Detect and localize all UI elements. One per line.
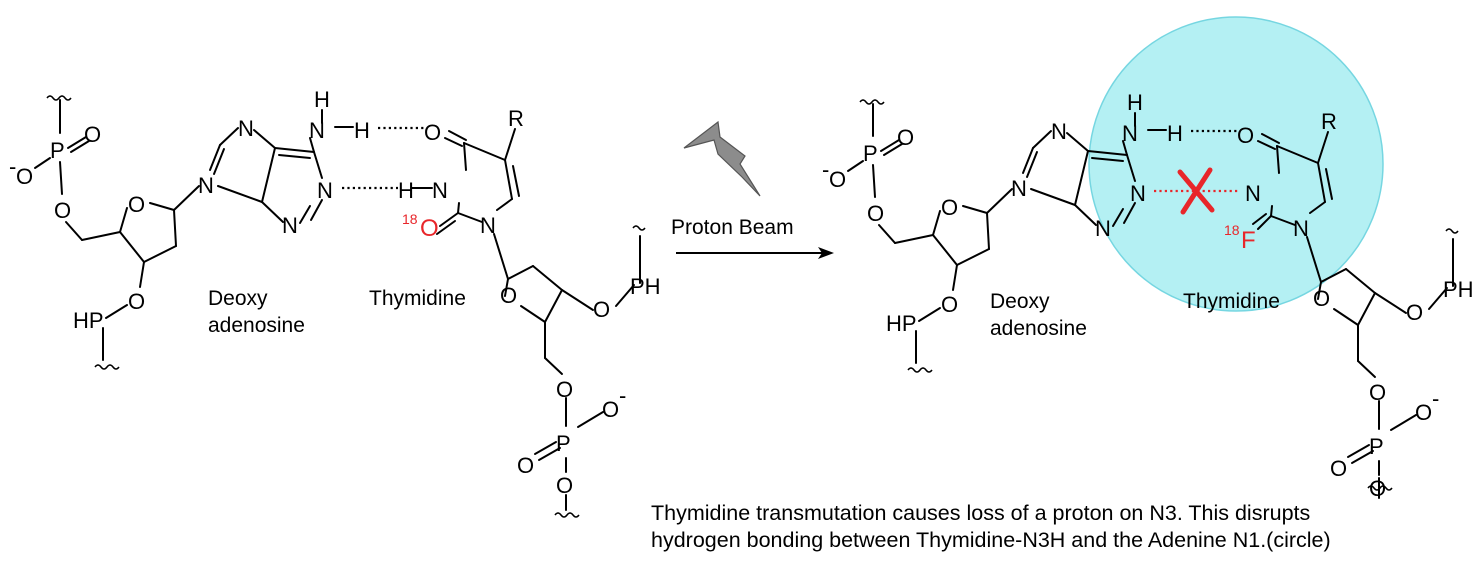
atom-label: N: [1293, 216, 1309, 241]
atom-label: O: [84, 122, 101, 147]
caption-line: Thymidine transmutation causes loss of a…: [651, 501, 1311, 525]
atom-label: HP: [886, 311, 917, 336]
isotope-mass-label: 18: [402, 211, 418, 227]
atom-label: N: [238, 116, 254, 141]
left-structure: P O O - O O O HP N N N H H N N O R N H N…: [9, 87, 661, 518]
atom-label: O: [1237, 123, 1254, 148]
atom-label: N: [282, 213, 298, 238]
charge-label: -: [9, 154, 16, 179]
atom-label: PH: [1443, 277, 1474, 302]
atom-label: N: [309, 118, 325, 143]
atom-label: P: [50, 138, 65, 163]
atom-label: N: [317, 178, 333, 203]
atom-label: O: [602, 397, 619, 422]
atom-label: O: [517, 453, 534, 478]
charge-label: -: [822, 157, 829, 182]
atom-label: O: [128, 192, 145, 217]
atom-label: P: [863, 141, 878, 166]
atom-label: O: [1369, 380, 1386, 405]
atom-label: O: [867, 201, 884, 226]
label-adenosine: adenosine: [208, 314, 305, 337]
right-bonds: [847, 99, 1459, 499]
atom-label: O: [593, 297, 610, 322]
charge-label: -: [619, 383, 626, 408]
atom-label: O: [1313, 286, 1330, 311]
atom-label: P: [556, 431, 571, 456]
label-deoxy: Deoxy: [990, 290, 1050, 313]
left-bonds: [34, 95, 646, 518]
highlight-circle: [1088, 16, 1384, 312]
broken-bond-cross-icon: [1177, 167, 1215, 215]
atom-label-f18: F: [1241, 227, 1256, 254]
label-thymidine: Thymidine: [1183, 290, 1280, 313]
atom-label: H: [398, 178, 414, 203]
isotope-mass-label: 18: [1224, 222, 1240, 238]
atom-label: P: [1369, 434, 1384, 459]
atom-label: N: [1051, 119, 1067, 144]
atom-label: O: [500, 283, 517, 308]
atom-label: H: [1127, 90, 1143, 115]
atom-label: O: [556, 473, 573, 498]
reaction-arrow: Proton Beam: [671, 120, 834, 259]
caption: Thymidine transmutation causes loss of a…: [651, 500, 1473, 554]
atom-label-o18: O: [420, 215, 439, 242]
reagent-label: Proton Beam: [671, 216, 794, 239]
atom-label: N: [1245, 181, 1261, 206]
atom-label: O: [829, 167, 846, 192]
atom-label: O: [941, 195, 958, 220]
left-atom-labels: P O O - O O O HP N N N H H N N O R N H N…: [9, 87, 661, 498]
atom-label: H: [314, 87, 330, 112]
atom-label: O: [1330, 456, 1347, 481]
label-deoxy: Deoxy: [208, 287, 268, 310]
charge-label: -: [1432, 386, 1439, 411]
atom-label: N: [1130, 181, 1146, 206]
atom-label: R: [1321, 109, 1337, 134]
label-adenosine: adenosine: [990, 317, 1087, 340]
atom-label: O: [897, 125, 914, 150]
label-thymidine: Thymidine: [369, 287, 466, 310]
atom-label: O: [1369, 476, 1386, 501]
right-atom-labels: P O O - O O O HP N N N H H N N O R N N F…: [822, 90, 1474, 501]
atom-label: O: [16, 164, 33, 189]
atom-label: O: [941, 292, 958, 317]
caption-line: hydrogen bonding between Thymidine-N3H a…: [651, 528, 1331, 552]
lightning-bolt-icon: [683, 120, 761, 197]
atom-label: N: [480, 213, 496, 238]
atom-label: PH: [630, 274, 661, 299]
atom-label: R: [508, 106, 524, 131]
atom-label: N: [432, 178, 448, 203]
atom-label: N: [198, 173, 214, 198]
atom-label: O: [556, 377, 573, 402]
right-structure: P O O - O O O HP N N N H H N N O R N N F…: [822, 16, 1474, 501]
atom-label: N: [1011, 176, 1027, 201]
atom-label: O: [424, 120, 441, 145]
atom-label: O: [128, 289, 145, 314]
atom-label: N: [1095, 216, 1111, 241]
atom-label: H: [354, 118, 370, 143]
atom-label: O: [1415, 400, 1432, 425]
atom-label: N: [1122, 121, 1138, 146]
atom-label: O: [1406, 300, 1423, 325]
atom-label: HP: [73, 308, 104, 333]
atom-label: O: [54, 198, 71, 223]
arrowhead: [818, 247, 834, 259]
atom-label: H: [1167, 121, 1183, 146]
